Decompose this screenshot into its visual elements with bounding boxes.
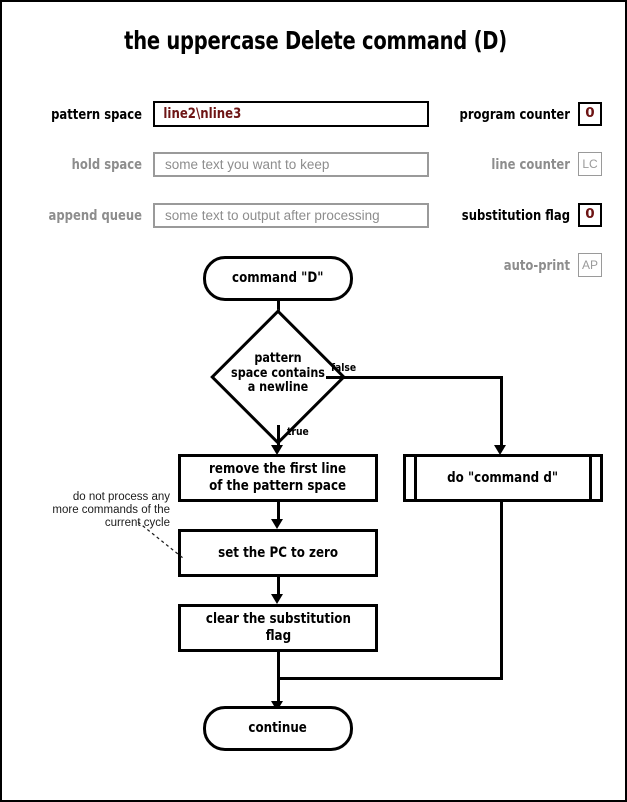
connector-merge-horizontal xyxy=(277,677,503,680)
subroutine-bar-right xyxy=(589,457,592,499)
page-title: the uppercase Delete command (D) xyxy=(124,26,507,55)
edge-label-true: true xyxy=(287,426,309,438)
line-counter-value: LC xyxy=(582,157,598,171)
append-queue-placeholder: some text to output after processing xyxy=(165,208,380,223)
program-counter-value-box[interactable]: 0 xyxy=(578,102,602,126)
line-counter-value-box[interactable]: LC xyxy=(578,152,602,176)
arrowhead-into-set-pc xyxy=(271,519,283,529)
auto-print-value: AP xyxy=(581,258,598,272)
flow-node-remove-first-line-label: remove the first line of the pattern spa… xyxy=(209,461,347,494)
annotation-note: do not process any more commands of the … xyxy=(52,491,170,529)
substitution-flag-value-box[interactable]: 0 xyxy=(578,203,602,227)
flow-node-set-pc-zero-label: set the PC to zero xyxy=(218,544,338,561)
pattern-space-value: line2\nline3 xyxy=(163,106,242,122)
program-counter-value: 0 xyxy=(585,105,595,122)
flow-node-do-command-d[interactable]: do "command d" xyxy=(403,454,603,502)
connector-false-branch-vertical xyxy=(500,376,503,448)
flow-node-clear-substitution-flag[interactable]: clear the substitution flag xyxy=(178,604,378,652)
flow-node-clear-substitution-flag-label: clear the substitution flag xyxy=(205,611,351,644)
connector-setpc-to-clearflag xyxy=(277,577,280,596)
field-label-hold-space: hold space xyxy=(71,157,142,173)
pattern-space-input[interactable]: line2\nline3 xyxy=(153,101,429,127)
annotation-leader-line xyxy=(137,521,184,559)
field-label-auto-print: auto-print xyxy=(503,258,570,274)
connector-false-branch-horizontal xyxy=(326,376,503,379)
field-label-append-queue: append queue xyxy=(48,208,142,224)
flow-node-continue-label: continue xyxy=(248,720,308,736)
hold-space-input[interactable]: some text you want to keep xyxy=(153,152,429,177)
arrowhead-into-remove-first-line xyxy=(271,445,283,455)
flow-node-remove-first-line[interactable]: remove the first line of the pattern spa… xyxy=(178,454,378,502)
flow-node-command-d[interactable]: command "D" xyxy=(203,256,353,301)
arrowhead-into-clear-flag xyxy=(271,594,283,604)
append-queue-input[interactable]: some text to output after processing xyxy=(153,203,429,228)
hold-space-placeholder: some text you want to keep xyxy=(165,157,330,172)
flow-node-do-command-d-label: do "command d" xyxy=(447,469,559,486)
field-label-program-counter: program counter xyxy=(459,107,570,123)
field-label-line-counter: line counter xyxy=(491,157,570,173)
flow-node-decision-newline-label: pattern space contains a newline xyxy=(231,351,325,395)
field-label-substitution-flag: substitution flag xyxy=(461,208,570,224)
connector-true-branch xyxy=(277,425,280,448)
flow-node-set-pc-zero[interactable]: set the PC to zero xyxy=(178,529,378,577)
connector-remove-to-setpc xyxy=(277,502,280,521)
arrowhead-into-do-command-d xyxy=(494,445,506,455)
subroutine-bar-left xyxy=(414,457,417,499)
connector-do-command-d-down xyxy=(500,502,503,679)
flow-node-continue[interactable]: continue xyxy=(203,706,353,751)
auto-print-value-box[interactable]: AP xyxy=(578,253,602,277)
field-label-pattern-space: pattern space xyxy=(51,107,142,123)
flow-node-command-d-label: command "D" xyxy=(232,270,324,286)
substitution-flag-value: 0 xyxy=(585,206,595,223)
edge-label-false: false xyxy=(331,362,357,374)
